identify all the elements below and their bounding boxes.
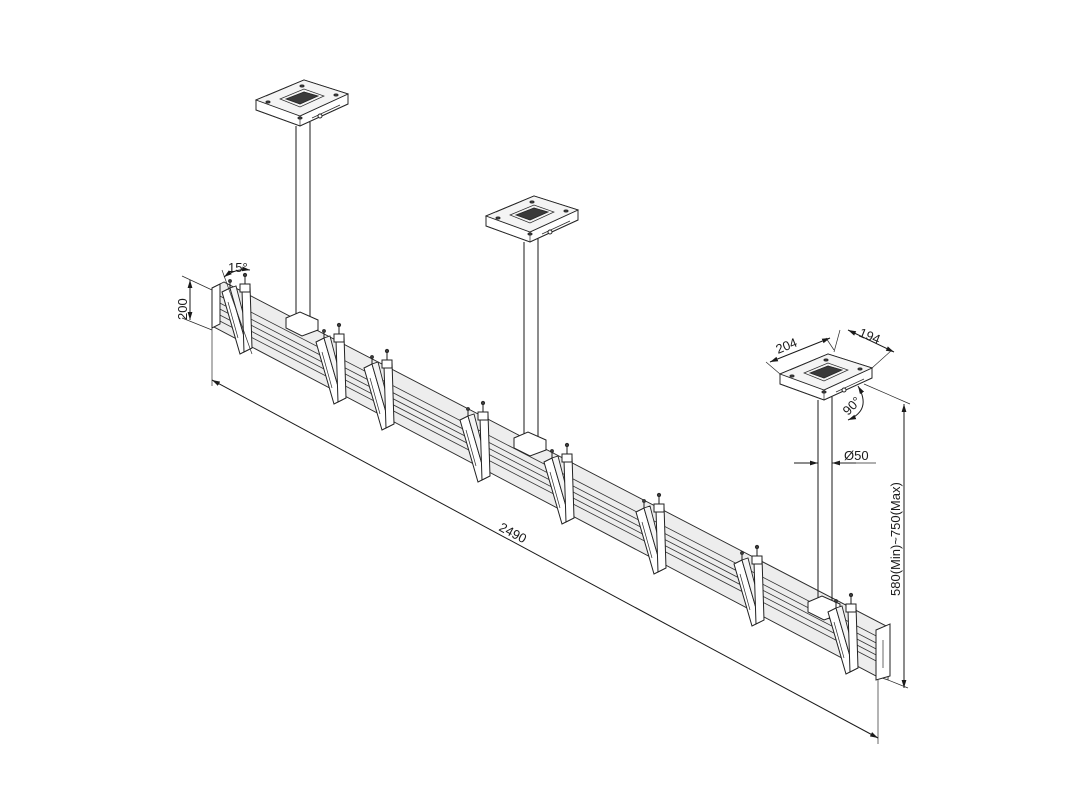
- plate-rotation-label: 90°: [840, 394, 865, 419]
- drop-pole-center: [513, 238, 547, 457]
- pole-diameter-label: Ø50: [844, 448, 869, 463]
- tilt-angle-label: 15°: [228, 260, 248, 275]
- ceiling-plate-left: [255, 79, 349, 127]
- drop-pole-right: [807, 396, 841, 621]
- dimension-pole-diameter: Ø50: [794, 448, 876, 466]
- ceiling-plate-center: [485, 195, 579, 243]
- plate-width-label: 204: [774, 335, 800, 357]
- drop-pole-left: [285, 122, 319, 337]
- dimension-rail-length: 2490: [211, 328, 879, 744]
- plate-depth-label: 194: [857, 325, 883, 347]
- rail-height-label: 200: [175, 298, 190, 320]
- drop-range-label: 580(Min)~750(Max): [888, 482, 903, 596]
- dimension-tilt-angle: 15°: [221, 260, 253, 355]
- ceiling-plate-right: [779, 353, 873, 401]
- dimension-rail-height: 200: [175, 275, 213, 331]
- dimension-drop-range: 580(Min)~750(Max): [863, 383, 911, 689]
